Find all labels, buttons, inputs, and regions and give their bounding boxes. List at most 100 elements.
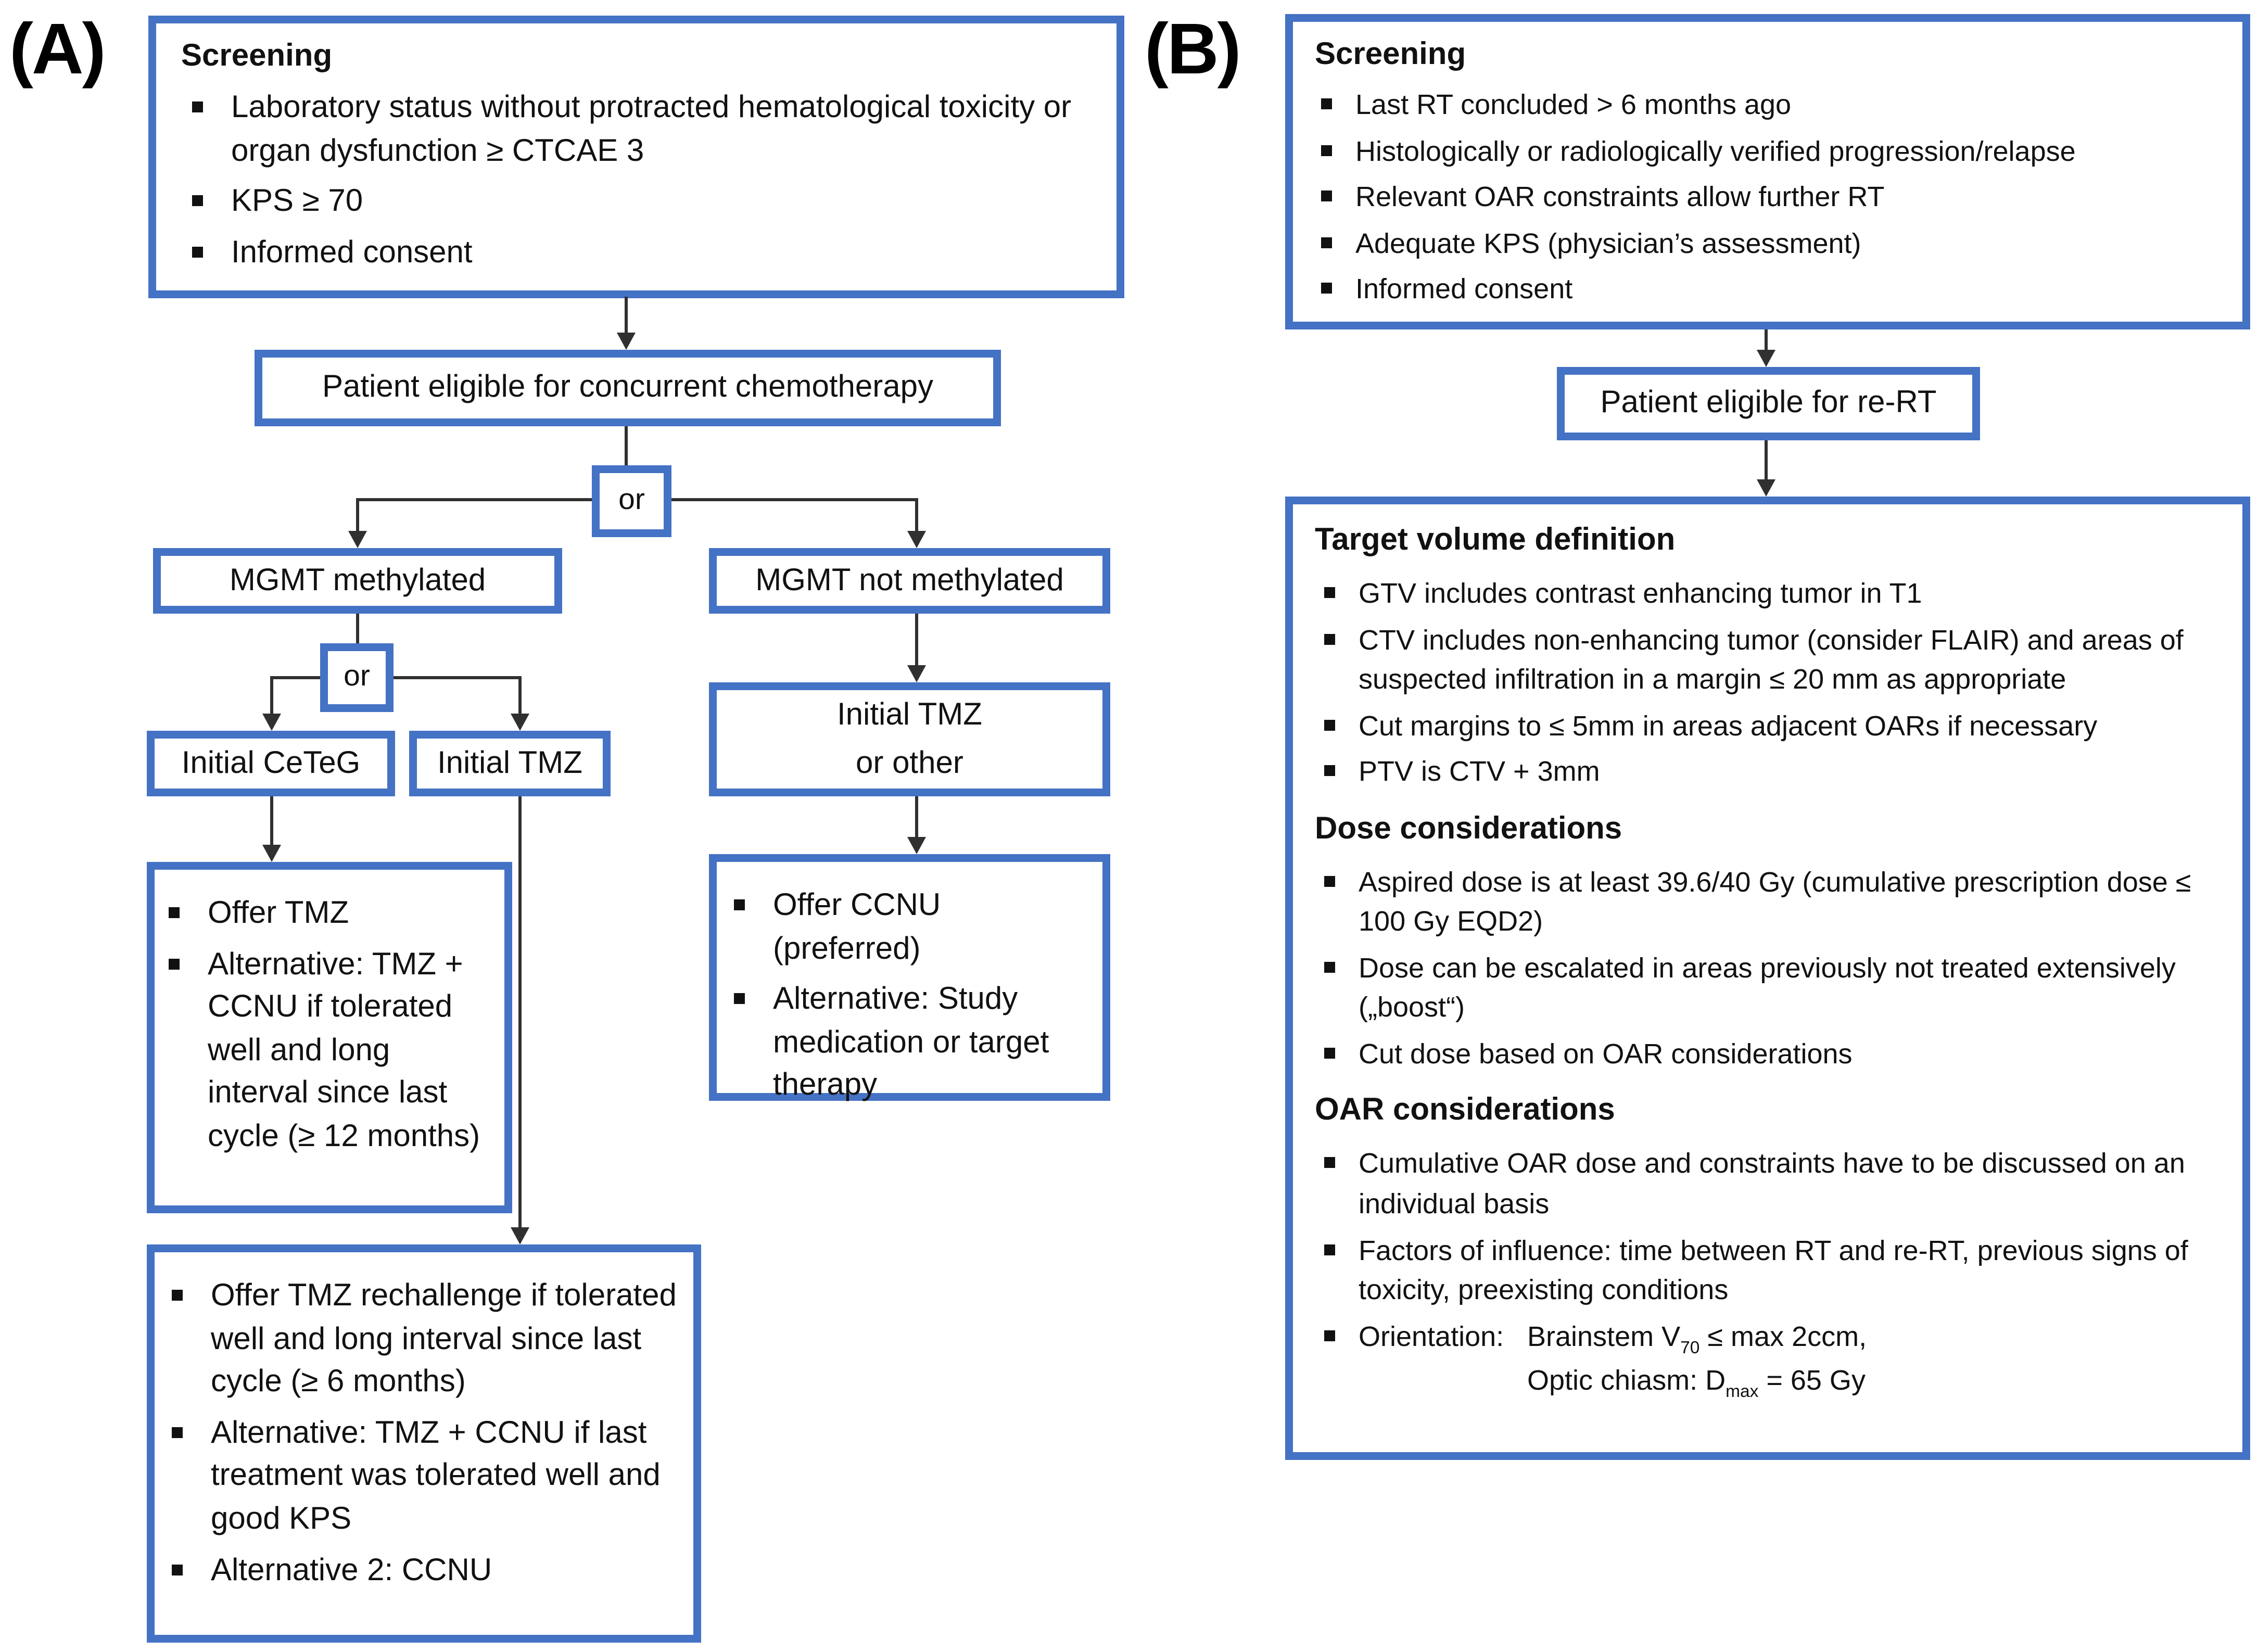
arrowhead-icon	[907, 665, 926, 682]
square-bullet-icon	[1321, 190, 1332, 202]
bullet-item: Offer TMZ rechallenge if tolerated well …	[158, 1276, 681, 1405]
oar-considerations-title: OAR considerations	[1315, 1094, 1615, 1128]
bullet-item: CTV includes non-enhancing tumor (consid…	[1315, 621, 2221, 701]
arrowhead-icon	[262, 845, 281, 862]
bullet-item: Informed consent	[178, 232, 1095, 275]
square-bullet-icon	[1321, 236, 1332, 248]
square-bullet-icon	[192, 101, 203, 112]
node-text: Patient eligible for concurrent chemothe…	[322, 370, 933, 404]
bullet-text: Cut margins to ≤ 5mm in areas adjacent O…	[1359, 709, 2098, 741]
bullet-item: Laboratory status without protracted hem…	[178, 87, 1095, 174]
mgmt-methylated-box: MGMT methylated	[153, 548, 562, 614]
panel-b-details-box: Target volume definition GTV includes co…	[1285, 497, 2250, 1460]
offer-ccnu-box: Offer CCNU (preferred) Alternative: Stud…	[709, 854, 1110, 1103]
bullet-text: GTV includes contrast enhancing tumor in…	[1359, 578, 1922, 609]
panel-b-screening-title: Screening	[1315, 37, 1466, 72]
panel-a-eligible-box: Patient eligible for concurrent chemothe…	[255, 350, 1001, 426]
bullet-text: Offer TMZ	[208, 896, 349, 931]
square-bullet-icon	[172, 1427, 183, 1438]
panel-a-or-box-1: or	[592, 465, 671, 537]
square-bullet-icon	[192, 246, 203, 258]
bullet-text: Informed consent	[1355, 273, 1573, 305]
bullet-item: Alternative 2: CCNU	[158, 1550, 681, 1593]
node-text: Initial TMZ	[437, 745, 582, 780]
bullet-item: Informed consent	[1312, 271, 2224, 311]
mgmt-not-methylated-box: MGMT not methylated	[709, 548, 1110, 614]
node-text: MGMT not methylated	[755, 563, 1064, 598]
connector-line	[915, 796, 918, 837]
initial-ceteg-box: Initial CeTeG	[147, 731, 395, 796]
square-bullet-icon	[1324, 1243, 1335, 1255]
panel-b-screening-box: Screening Last RT concluded > 6 months a…	[1285, 14, 2250, 329]
square-bullet-icon	[1321, 283, 1332, 294]
bullet-text: Adequate KPS (physician’s assessment)	[1355, 227, 1861, 259]
bullet-item: Alternative: TMZ + CCNU if tolerated wel…	[155, 944, 495, 1160]
offer-tmz-box: Offer TMZ Alternative: TMZ + CCNU if tol…	[147, 862, 512, 1213]
square-bullet-icon	[1324, 1047, 1335, 1059]
bullet-text: Laboratory status without protracted hem…	[231, 91, 1072, 168]
square-bullet-icon	[172, 1564, 183, 1575]
connector-line	[270, 676, 273, 714]
bullet-text: Offer TMZ rechallenge if tolerated well …	[211, 1279, 677, 1400]
bullet-item: GTV includes contrast enhancing tumor in…	[1315, 575, 2221, 615]
brainstem-constraint: Brainstem V70 ≤ max 2ccm,	[1527, 1320, 1867, 1357]
bullet-item: Histologically or radiologically verifie…	[1312, 132, 2224, 172]
bullet-item: Factors of influence: time between RT an…	[1315, 1231, 2221, 1311]
dose-considerations-title: Dose considerations	[1315, 811, 1622, 846]
bullet-item: KPS ≥ 70	[178, 182, 1095, 225]
bullet-text: Dose can be escalated in areas previousl…	[1359, 952, 2176, 1024]
arrowhead-icon	[348, 531, 367, 548]
connector-line	[915, 498, 918, 531]
square-bullet-icon	[1324, 719, 1335, 730]
panel-a-screening-box: Screening Laboratory status without prot…	[148, 16, 1124, 298]
square-bullet-icon	[1324, 875, 1335, 887]
bullet-text: Last RT concluded > 6 months ago	[1355, 89, 1792, 120]
arrowhead-icon	[907, 531, 926, 548]
square-bullet-icon	[169, 907, 180, 918]
square-bullet-icon	[734, 899, 745, 910]
node-text: Initial CeTeG	[181, 745, 361, 780]
node-text-line1: Initial TMZ	[837, 697, 982, 732]
square-bullet-icon	[172, 1290, 183, 1301]
orientation-label: Orientation:	[1359, 1320, 1504, 1352]
connector-line	[625, 426, 628, 465]
connector-line	[625, 297, 628, 334]
square-bullet-icon	[1324, 765, 1335, 777]
panel-b-eligible-box: Patient eligible for re-RT	[1557, 367, 1980, 440]
bullet-item orientation-item: Orientation: Brainstem V70 ≤ max 2ccm,Opt…	[1315, 1317, 2221, 1406]
connector-line	[518, 796, 522, 1227]
orientation-values: Brainstem V70 ≤ max 2ccm,Optic chiasm: D…	[1527, 1317, 1867, 1406]
connector-line	[518, 676, 522, 714]
bullet-item: Cut margins to ≤ 5mm in areas adjacent O…	[1315, 707, 2221, 747]
panel-a-label: (A)	[9, 8, 106, 89]
target-volume-title: Target volume definition	[1315, 523, 1676, 557]
bullet-text: Relevant OAR constraints allow further R…	[1355, 181, 1885, 213]
square-bullet-icon	[192, 195, 203, 207]
node-text: MGMT methylated	[229, 563, 486, 598]
connector-line	[270, 796, 273, 845]
square-bullet-icon	[1324, 961, 1335, 973]
bullet-item: Alternative: TMZ + CCNU if last treatmen…	[158, 1413, 681, 1542]
tmz-rechallenge-box: Offer TMZ rechallenge if tolerated well …	[147, 1244, 701, 1643]
bullet-text: Factors of influence: time between RT an…	[1359, 1234, 2188, 1306]
connector-line	[356, 614, 359, 643]
bullet-item: Aspired dose is at least 39.6/40 Gy (cum…	[1315, 863, 2221, 943]
node-text: Initial TMZ or other	[837, 691, 982, 788]
panel-b-label: (B)	[1145, 8, 1241, 89]
arrowhead-icon	[262, 714, 281, 731]
connector-line	[671, 498, 917, 501]
initial-tmz-or-other-box: Initial TMZ or other	[709, 682, 1110, 796]
panel-a-or-box-2: or	[320, 643, 394, 712]
connector-line	[356, 498, 359, 531]
bullet-text: Aspired dose is at least 39.6/40 Gy (cum…	[1359, 866, 2191, 937]
initial-tmz-box: Initial TMZ	[409, 731, 611, 796]
bullet-item: Relevant OAR constraints allow further R…	[1312, 178, 2224, 218]
bullet-item: Offer CCNU (preferred)	[720, 885, 1093, 972]
bullet-text: Alternative: TMZ + CCNU if last treatmen…	[211, 1416, 661, 1536]
arrowhead-icon	[511, 1227, 529, 1244]
square-bullet-icon	[1321, 144, 1332, 156]
panel-a-screening-title: Screening	[181, 39, 333, 73]
square-bullet-icon	[1324, 1329, 1335, 1341]
arrowhead-icon	[1757, 479, 1775, 497]
